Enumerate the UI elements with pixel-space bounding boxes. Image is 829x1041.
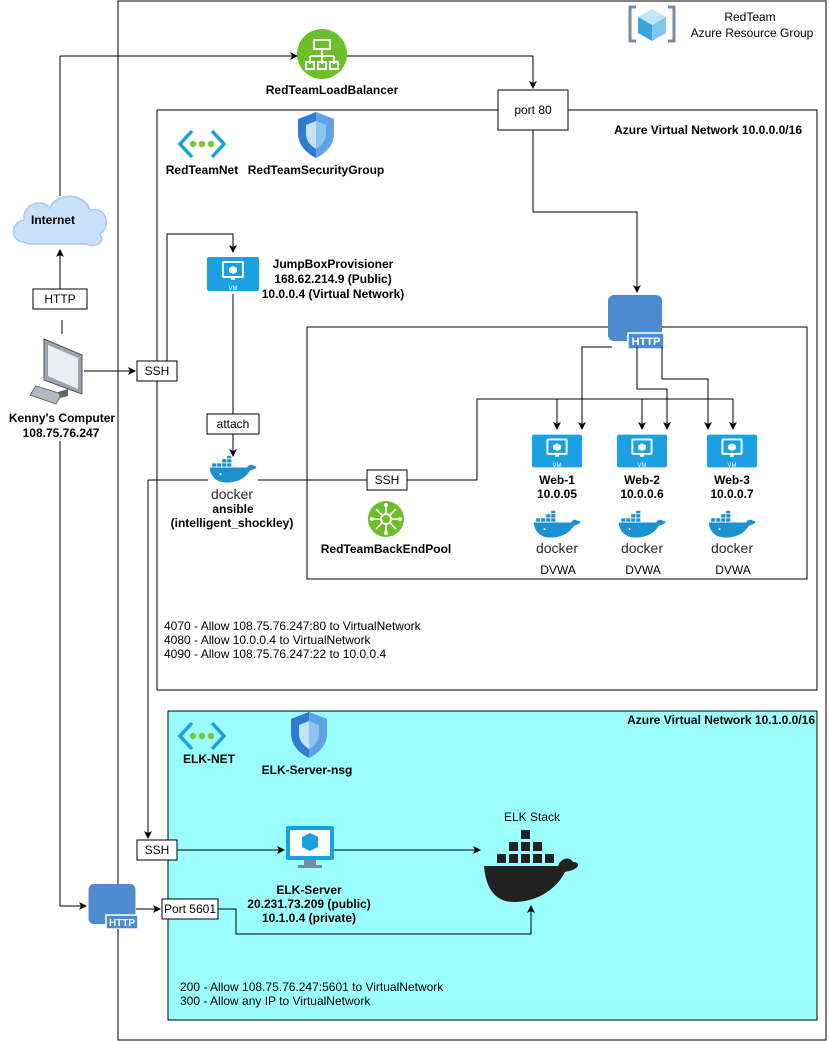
vnet1-title: Azure Virtual Network 10.0.0.0/16 xyxy=(614,123,802,137)
cloud-icon xyxy=(12,195,108,247)
vnet1-rule-2: 4080 - Allow 10.0.0.4 to VirtualNetwork xyxy=(164,633,372,647)
edge-internet-to-lb xyxy=(59,52,298,196)
jumpbox-public-ip: 168.62.214.9 (Public) xyxy=(274,272,391,286)
web3-vm-badge: VM xyxy=(728,463,737,469)
elk-server-public-ip: 20.231.73.209 (public) xyxy=(247,897,370,911)
computer-name: Kenny's Computer xyxy=(9,411,116,425)
web2-app: DVWA xyxy=(625,563,661,577)
web3-ip: 10.0.0.7 xyxy=(710,487,754,501)
ansible-container: (intelligent_shockley) xyxy=(171,516,294,530)
backend-pool-label: RedTeamBackEndPool xyxy=(321,542,451,556)
ssh-backend-label: SSH xyxy=(375,473,400,487)
vnet2-nsg-label: ELK-Server-nsg xyxy=(262,763,353,777)
internet-label: Internet xyxy=(31,213,75,227)
edge-ansible-to-ssh-elk xyxy=(144,479,208,839)
http-load-balancer-icon: HTTP xyxy=(88,884,139,930)
lb-http-badge: HTTP xyxy=(632,336,661,348)
jumpbox-vm-badge: VM xyxy=(229,286,238,292)
http-box-label: HTTP xyxy=(44,292,75,306)
port80-label: port 80 xyxy=(514,103,552,117)
computer-ip: 108.75.76.247 xyxy=(23,426,100,440)
web1-vm-badge: VM xyxy=(553,463,562,469)
load-balancer-icon xyxy=(297,29,347,79)
edge-http-to-web1 xyxy=(578,346,612,430)
elk-server-private-ip: 10.1.0.4 (private) xyxy=(262,911,356,925)
edge-ssh-to-web3 xyxy=(642,398,737,430)
web1-app: DVWA xyxy=(540,563,576,577)
vnet2-rule-2: 300 - Allow any IP to VirtualNetwork xyxy=(180,994,371,1008)
vnet1-nsg-label: RedTeamSecurityGroup xyxy=(248,163,384,177)
web3-app: DVWA xyxy=(715,563,751,577)
edge-http-to-web2 xyxy=(636,347,671,430)
edge-port5601-to-stack xyxy=(218,905,535,935)
vnet2-frame xyxy=(167,710,818,1021)
resource-group-label-line1: RedTeam xyxy=(724,10,775,24)
elk-http-badge: HTTP xyxy=(109,918,135,929)
load-balancer-label: RedTeamLoadBalancer xyxy=(266,83,399,97)
web2-docker-word: docker xyxy=(621,540,663,556)
vnet2-net-label: ELK-NET xyxy=(183,752,236,766)
edge-computer-to-elk-http xyxy=(59,441,87,910)
edge-ssh-to-jumpbox xyxy=(157,233,237,362)
ssh-elk-label: SSH xyxy=(145,843,170,857)
web2-ip: 10.0.0.6 xyxy=(620,487,664,501)
jumpbox-private-ip: 10.0.0.4 (Virtual Network) xyxy=(262,287,405,301)
port5601-label: Port 5601 xyxy=(164,902,216,916)
ssh-main-label: SSH xyxy=(145,364,170,378)
web1-ip: 10.0.05 xyxy=(537,487,577,501)
vnet1-net-label: RedTeamNet xyxy=(166,163,238,177)
elk-server-name: ELK-Server xyxy=(276,883,342,897)
edge-port80-to-http xyxy=(532,130,641,293)
web-3: VM Web-3 10.0.0.7 docker DVWA xyxy=(707,433,757,577)
web2-vm-badge: VM xyxy=(638,463,647,469)
azure-resource-group-icon xyxy=(628,5,676,43)
web-2: VM Web-2 10.0.0.6 docker DVWA xyxy=(617,433,667,577)
computer-icon xyxy=(29,338,83,405)
http-load-balancer-icon: HTTP xyxy=(608,295,665,350)
web-1: VM Web-1 10.0.05 docker DVWA xyxy=(532,433,582,577)
jumpbox-name: JumpBoxProvisioner xyxy=(273,257,394,271)
ansible-name: ansible xyxy=(212,502,254,516)
vnet1-rule-1: 4070 - Allow 108.75.76.247:80 to Virtual… xyxy=(164,619,422,633)
backend-pool-icon xyxy=(368,501,404,537)
edge-ssh-to-web1 xyxy=(407,398,561,481)
web2-name: Web-2 xyxy=(624,473,660,487)
ansible-docker-word: docker xyxy=(211,486,253,502)
vnet1-rule-3: 4090 - Allow 108.75.76.247:22 to 10.0.0.… xyxy=(164,647,387,661)
web3-name: Web-3 xyxy=(714,473,750,487)
web1-docker-word: docker xyxy=(536,540,578,556)
vm-icon xyxy=(286,826,334,868)
attach-label: attach xyxy=(217,417,250,431)
vnet2-title: Azure Virtual Network 10.1.0.0/16 xyxy=(627,713,815,727)
elk-stack-label: ELK Stack xyxy=(504,810,561,824)
connectors xyxy=(56,52,737,1040)
edge-lb-to-port80 xyxy=(347,55,537,89)
vnet2-rule-1: 200 - Allow 108.75.76.247:5601 to Virtua… xyxy=(180,980,444,994)
docker-icon xyxy=(484,830,579,902)
edge-http-to-web3 xyxy=(661,347,712,430)
vm-icon: VM xyxy=(207,255,259,293)
resource-group-label-line2: Azure Resource Group xyxy=(691,26,814,40)
port80-box xyxy=(497,89,569,131)
web1-name: Web-1 xyxy=(539,473,575,487)
web3-docker-word: docker xyxy=(711,540,753,556)
